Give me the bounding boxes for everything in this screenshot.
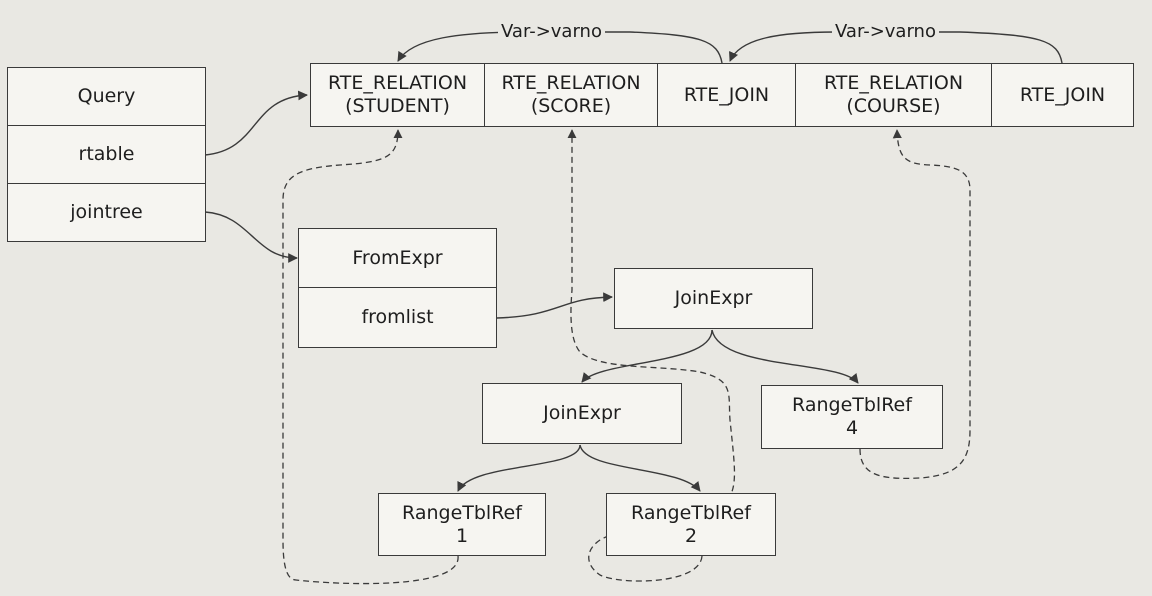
query-title: Query bbox=[77, 85, 136, 108]
rangetblref-2-index: 2 bbox=[684, 524, 698, 547]
ref4-to-course-dashed-arrow bbox=[859, 129, 971, 480]
rte-score-type: RTE_RELATION bbox=[501, 72, 641, 95]
joinexpr-top-node: JoinExpr bbox=[614, 268, 813, 329]
rangetblref-1-label: RangeTblRef bbox=[402, 501, 522, 524]
rte-student-cell: RTE_RELATION (STUDENT) bbox=[310, 63, 485, 127]
joinexpr-inner-label: JoinExpr bbox=[543, 402, 621, 425]
rte-course-cell: RTE_RELATION (COURSE) bbox=[795, 63, 992, 127]
rte-student-name: (STUDENT) bbox=[345, 95, 450, 117]
query-rtable-field: rtable bbox=[78, 143, 135, 166]
query-title-cell: Query bbox=[7, 67, 206, 126]
query-jointree-field: jointree bbox=[70, 201, 143, 224]
rte-score-cell: RTE_RELATION (SCORE) bbox=[484, 63, 658, 127]
varno-label-left: Var->varno bbox=[498, 21, 605, 42]
joinexpr-top-label: JoinExpr bbox=[674, 287, 753, 310]
join-inner-to-ref1-arrow bbox=[457, 444, 581, 492]
rte-course-name: (COURSE) bbox=[846, 95, 941, 117]
rangetblref-4-node: RangeTblRef 4 bbox=[761, 385, 943, 449]
rtable-pointer-arrow bbox=[204, 90, 308, 156]
join-top-to-join-inner-arrow bbox=[581, 329, 713, 383]
fromexpr-fromlist-field: fromlist bbox=[361, 306, 434, 329]
rte-join-type-2: RTE_JOIN bbox=[1019, 83, 1106, 106]
rte-course-type: RTE_RELATION bbox=[823, 72, 964, 95]
rangetblref-2-label: RangeTblRef bbox=[631, 501, 751, 524]
fromlist-pointer-arrow bbox=[496, 292, 613, 319]
join-top-to-ref4-arrow bbox=[711, 329, 859, 384]
fromexpr-title-cell: FromExpr bbox=[298, 228, 497, 288]
rangetblref-2-node: RangeTblRef 2 bbox=[606, 493, 776, 556]
rangetblref-1-node: RangeTblRef 1 bbox=[378, 493, 546, 556]
fromexpr-title: FromExpr bbox=[352, 246, 443, 269]
jointree-pointer-arrow bbox=[204, 211, 298, 263]
rte-join-cell-2: RTE_JOIN bbox=[991, 63, 1134, 127]
rte-score-name: (SCORE) bbox=[530, 95, 612, 117]
fromexpr-fromlist-cell: fromlist bbox=[298, 287, 497, 348]
ref1-to-student-dashed-arrow bbox=[282, 129, 459, 585]
rte-join-cell-1: RTE_JOIN bbox=[657, 63, 796, 127]
join-inner-to-ref2-arrow bbox=[579, 444, 701, 492]
rte-join-type-1: RTE_JOIN bbox=[683, 83, 770, 106]
query-jointree-cell: jointree bbox=[7, 183, 206, 242]
rangetblref-4-index: 4 bbox=[845, 417, 859, 439]
joinexpr-inner-node: JoinExpr bbox=[482, 383, 682, 444]
rangetblref-4-label: RangeTblRef bbox=[792, 394, 912, 417]
rangetblref-1-index: 1 bbox=[455, 524, 469, 547]
query-rtable-cell: rtable bbox=[7, 125, 206, 184]
rte-student-type: RTE_RELATION bbox=[327, 72, 468, 95]
ref2-to-score-dashed-arrow bbox=[567, 129, 736, 582]
varno-label-right: Var->varno bbox=[832, 21, 939, 42]
